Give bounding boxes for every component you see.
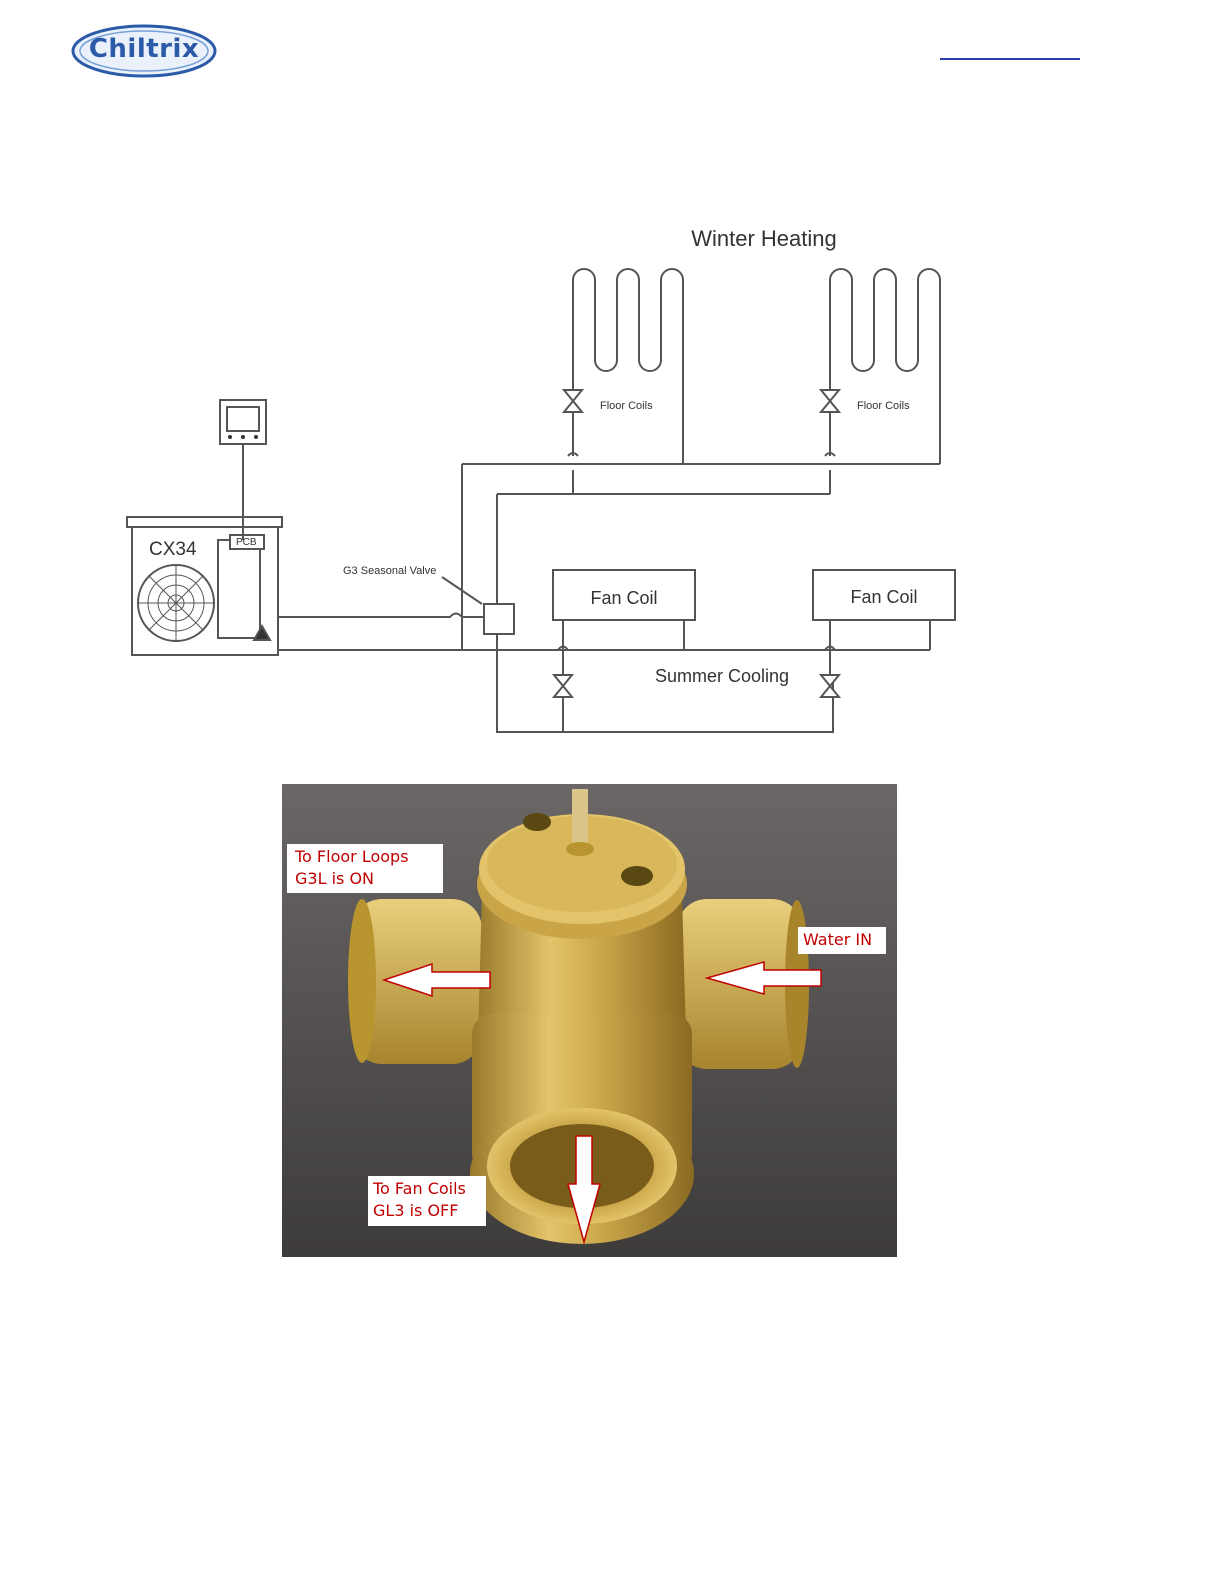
- g3-seasonal-valve-label: G3 Seasonal Valve: [343, 565, 436, 577]
- fan-coil-right-label: Fan Coil: [850, 587, 917, 607]
- fan-grille-icon: [138, 565, 214, 641]
- gl3-off-line: GL3 is OFF: [373, 1200, 478, 1222]
- hydronic-schematic-diagram: Winter Heating CX34 PCB G3 Seasonal Valv…: [110, 210, 980, 755]
- chiltrix-logo: Chiltrix: [70, 22, 218, 80]
- cx34-label: CX34: [149, 539, 197, 560]
- fan-coil-left-label: Fan Coil: [590, 588, 657, 608]
- logo-text: Chiltrix: [70, 22, 218, 80]
- g3l-on-line: G3L is ON: [295, 868, 435, 890]
- water-in-label: Water IN: [798, 927, 886, 954]
- header-link-underline: [940, 58, 1080, 60]
- to-fan-coils-line1: To Fan Coils: [373, 1178, 478, 1200]
- valve-photo: To Floor Loops G3L is ON Water IN To Fan…: [282, 784, 897, 1257]
- summer-cooling-label: Summer Cooling: [655, 666, 789, 686]
- pcb-label: PCB: [236, 537, 257, 548]
- water-in-text: Water IN: [803, 929, 878, 951]
- floor-coils-left-label: Floor Coils: [600, 400, 653, 412]
- floor-coils-right-label: Floor Coils: [857, 400, 910, 412]
- heat-pump-unit: [127, 400, 282, 655]
- to-floor-loops-line1: To Floor Loops: [295, 846, 435, 868]
- winter-heating-label: Winter Heating: [691, 226, 837, 251]
- to-fan-coils-label: To Fan Coils GL3 is OFF: [368, 1176, 486, 1226]
- to-floor-loops-label: To Floor Loops G3L is ON: [287, 844, 443, 893]
